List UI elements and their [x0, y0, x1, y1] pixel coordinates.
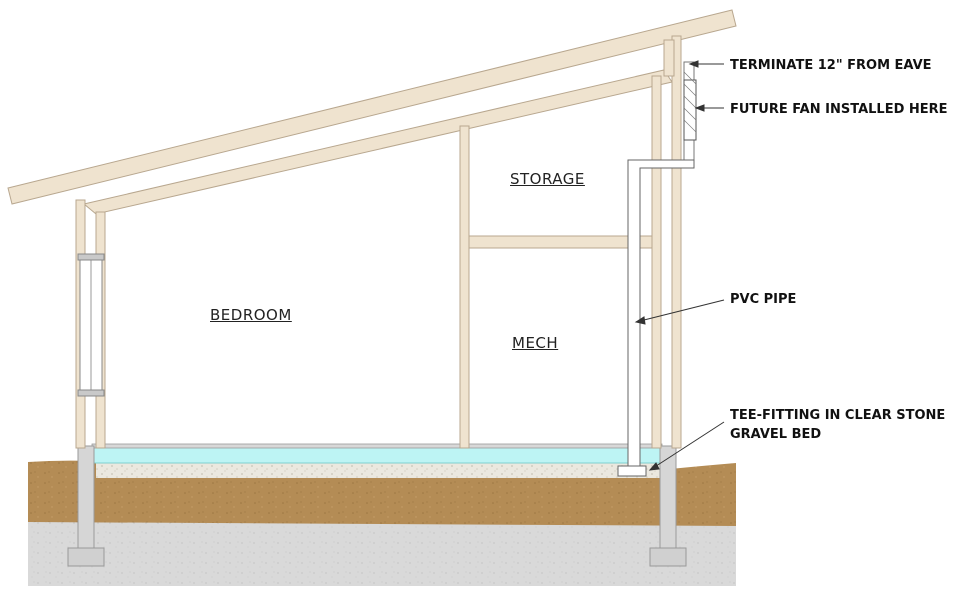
left-footing-wall: [77, 445, 95, 551]
callout-fan: FUTURE FAN INSTALLED HERE: [730, 102, 948, 117]
storage-floor-joist: [468, 235, 654, 249]
ground: [28, 443, 736, 586]
right-footing: [649, 547, 687, 567]
room-label-bedroom: BEDROOM: [210, 306, 292, 324]
tee-fitting: [617, 465, 647, 477]
right-eave-block: [663, 39, 675, 77]
callout-pvc: PVC PIPE: [730, 292, 797, 307]
future-fan: [683, 79, 697, 141]
gravel-bed: [96, 463, 660, 478]
concrete-substrate: [28, 520, 736, 586]
framing: [7, 9, 737, 449]
callout-terminate: TERMINATE 12" FROM EAVE: [730, 58, 932, 73]
callout-tee-line2: GRAVEL BED: [730, 427, 822, 442]
vent-assembly: [683, 61, 697, 163]
room-label-storage: STORAGE: [510, 170, 585, 188]
foundations: [67, 445, 687, 567]
right-wall-stud-outer: [671, 35, 682, 449]
slab-insulation: [91, 445, 663, 464]
floor-slab-edge: [91, 443, 663, 449]
left-footing: [67, 547, 105, 567]
partition-stud: [459, 125, 470, 449]
pvc-pipe: [617, 159, 695, 477]
leaders: [634, 60, 725, 471]
leader-pvc: [635, 299, 725, 323]
room-label-mech: MECH: [512, 334, 559, 352]
ceiling-joist: [82, 69, 673, 215]
leader-tee: [649, 421, 725, 471]
roof-rafter: [7, 9, 737, 205]
callout-tee-line1: TEE-FITTING IN CLEAR STONE: [730, 408, 946, 423]
right-wall-stud-inner: [651, 75, 662, 449]
